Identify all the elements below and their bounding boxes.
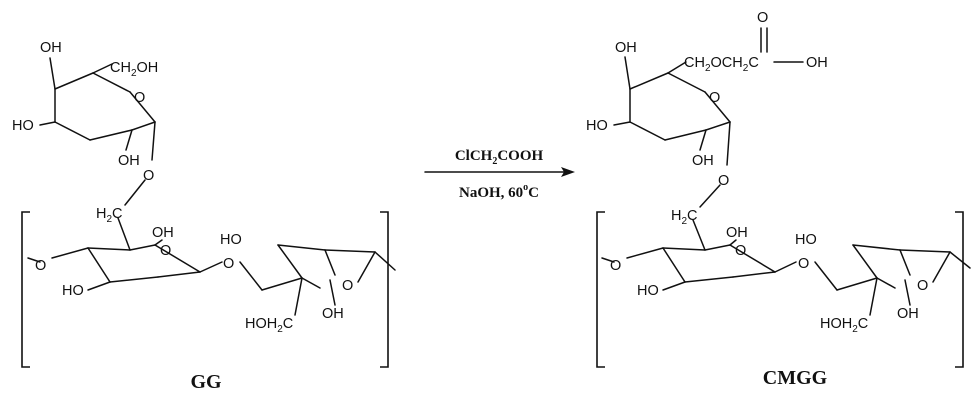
gg-oh-top: OH [40, 40, 62, 56]
reactant-brackets [21, 211, 389, 368]
cmgg-h2c: H2C [671, 208, 698, 227]
reactant-structure: OH CH2OH O HO OH O H2C OH O O HO O HO O … [12, 40, 396, 393]
cmgg-ring-o-b2: O [917, 278, 928, 294]
cmgg-oh-b1: OH [726, 225, 748, 241]
cmgg-oh-mid: OH [692, 153, 714, 169]
cmgg-ho-b1: HO [637, 283, 659, 299]
arrow-head [561, 167, 575, 177]
gg-oh-b2: OH [322, 306, 344, 322]
cmgg-ho-left: HO [586, 118, 608, 134]
gg-ring-o-top: O [134, 90, 145, 106]
gg-hoh2c: HOH2C [245, 316, 293, 335]
gg-o-left: O [35, 258, 46, 274]
cmgg-ring-o-top: O [709, 90, 720, 106]
cmgg-ring-o-b1: O [735, 243, 746, 259]
product-top-ring [613, 56, 731, 166]
product-carboxyl [760, 27, 804, 63]
cmgg-o-left: O [610, 258, 621, 274]
cmgg-ch2o: CH2OCH2C [684, 55, 759, 74]
gg-ho-left: HO [12, 118, 34, 134]
product-structure: OH CH2OCH2C O OH O HO OH O H2C OH O O HO… [586, 10, 971, 389]
conditions-label: NaOH, 60oC [459, 182, 539, 201]
cmgg-oh-top: OH [615, 40, 637, 56]
product-ring-1 [601, 219, 797, 291]
gg-oh-mid: OH [118, 153, 140, 169]
cmgg-carbonyl-o: O [757, 10, 768, 26]
cmgg-o-glyc: O [798, 256, 809, 272]
cmgg-ho-b2: HO [795, 232, 817, 248]
reactant-linker [124, 179, 146, 206]
gg-h2c: H2C [96, 206, 123, 225]
gg-ring-o-b1: O [160, 243, 171, 259]
cmgg-link-o: O [718, 173, 729, 189]
reagent-label: ClCH2COOH [455, 148, 544, 167]
gg-ho-b2: HO [220, 232, 242, 248]
gg-ring-o-b2: O [342, 278, 353, 294]
reactant-name: GG [190, 371, 222, 393]
product-linker [699, 184, 721, 208]
reactant-ring-2 [239, 244, 396, 316]
gg-o-glyc: O [223, 256, 234, 272]
gg-oh-b1: OH [152, 225, 174, 241]
product-ring-2 [814, 244, 971, 316]
product-name: CMGG [763, 367, 828, 389]
reactant-top-ring [39, 57, 156, 161]
cmgg-acid-oh: OH [806, 55, 828, 71]
reactant-ring-1 [27, 217, 223, 291]
gg-ch2oh: CH2OH [110, 60, 158, 79]
reaction-arrow: ClCH2COOH NaOH, 60oC [424, 148, 575, 201]
cmgg-oh-b2: OH [897, 306, 919, 322]
gg-link-o: O [143, 168, 154, 184]
gg-ho-b1: HO [62, 283, 84, 299]
product-brackets [596, 211, 964, 368]
cmgg-hoh2c: HOH2C [820, 316, 868, 335]
